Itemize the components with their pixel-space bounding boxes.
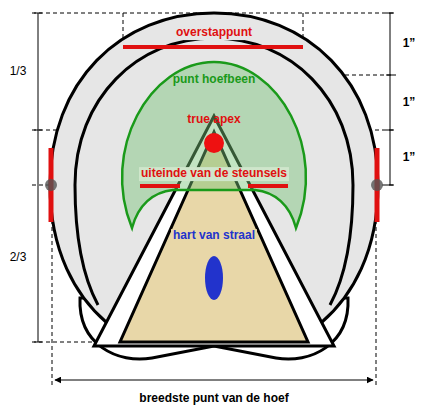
white-line — [75, 38, 353, 305]
label: breedste punt van de hoef — [137, 392, 290, 406]
label: 1” — [401, 37, 418, 51]
bar-end-mark — [140, 184, 180, 188]
guide-lines — [32, 13, 396, 385]
label: hart van straal — [171, 229, 257, 243]
dimension-lines — [34, 13, 394, 380]
bar-end-mark — [248, 184, 288, 188]
label: 2/3 — [8, 251, 29, 265]
coffin-bone-region — [122, 62, 306, 228]
widest-dot — [371, 179, 383, 191]
label: punt hoefbeen — [171, 73, 258, 87]
widest-dot — [45, 179, 57, 191]
hoof-wall — [50, 13, 378, 322]
label: uiteinde van de steunsels — [139, 167, 289, 181]
breakover-line — [123, 45, 303, 49]
label: 1” — [401, 151, 418, 165]
label: 1/3 — [8, 65, 29, 79]
apex-dot — [204, 133, 224, 153]
label: 1” — [401, 96, 418, 110]
frog-center — [205, 256, 223, 300]
label: overstappunt — [174, 26, 254, 40]
label: true apex — [185, 113, 242, 127]
